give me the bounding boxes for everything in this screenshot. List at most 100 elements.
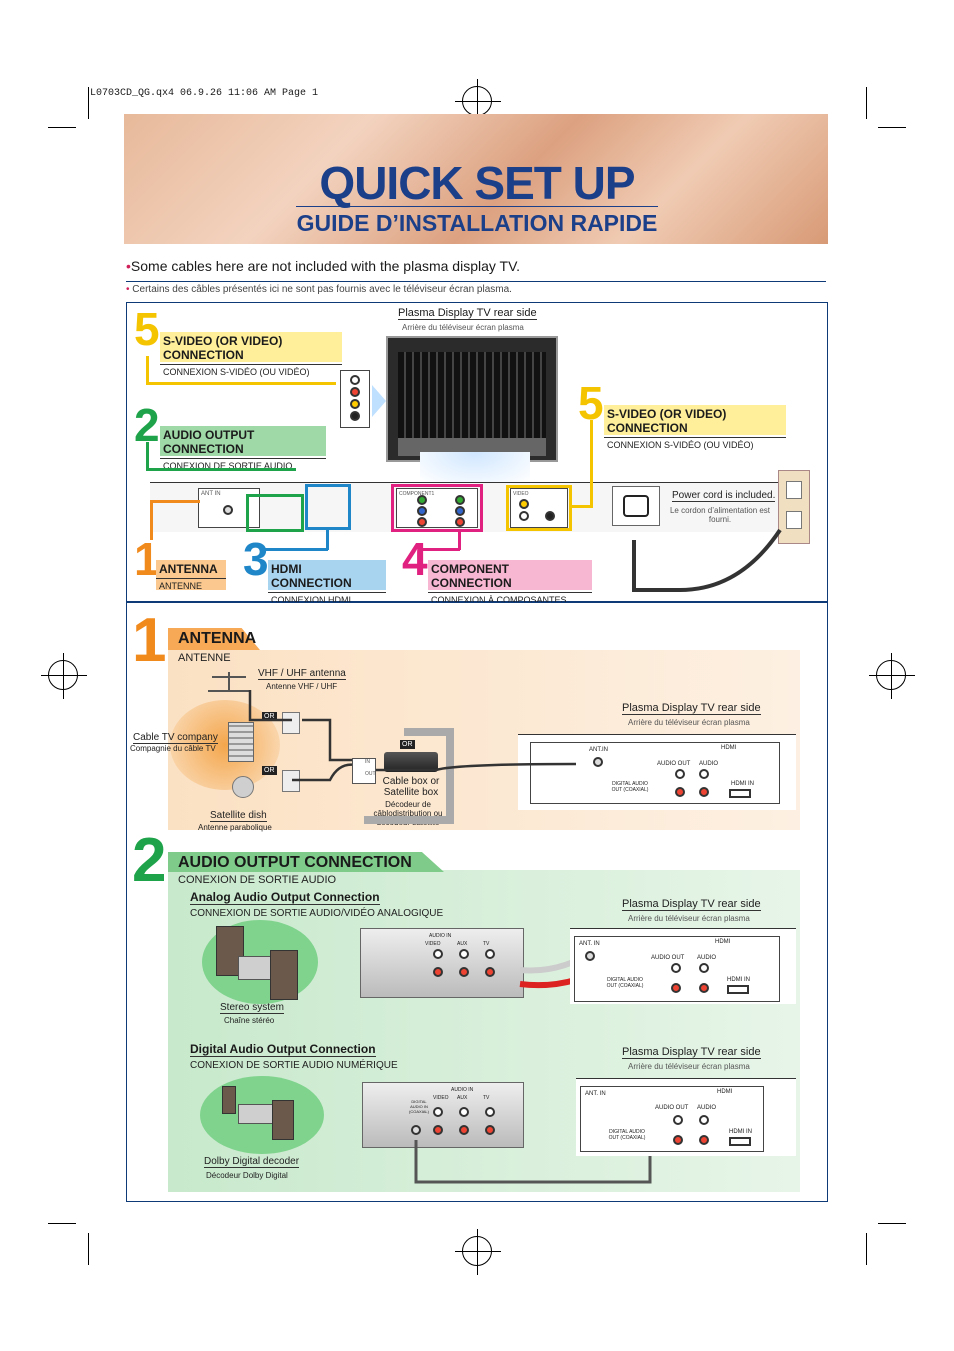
crop-mark [88,87,89,119]
digital-heading-fr: CONEXION DE SORTIE AUDIO NUMÉRIQUE [190,1060,398,1071]
step-2-number: 2 [134,399,160,451]
analog-receiver: AUDIO IN VIDEO AUX TV [360,928,524,998]
ant-in-panel: ANT IN [198,488,260,528]
decoder-label: Dolby Digital decoder [204,1156,300,1168]
step-5-right-number: 5 [578,377,604,429]
analog-rear-label-fr: Arrière du téléviseur écran plasma [628,914,750,923]
step-5-left-number: 5 [134,303,160,355]
step-5-left-label-fr: CONNEXION S-VIDÉO (OU VIDÉO) [163,367,310,377]
tv-rear-image [386,336,558,462]
section1-rear-label: Plasma Display TV rear side [622,702,761,715]
section2-number: 2 [132,826,167,895]
pink-box [391,484,483,532]
step-1-label-fr: ANTENNE [159,581,203,591]
section1-title: ANTENNA [178,630,257,647]
section2-title: AUDIO OUTPUT CONNECTION [178,854,412,871]
stereo-speaker-icon [270,950,298,1000]
building-icon [228,722,254,762]
crop-mark [878,1223,906,1224]
analog-jack-panel: ANT. IN AUDIO OUT AUDIO HDMI HDMI IN DIG… [574,936,780,1002]
yellow-box [506,485,572,531]
green-cable-line [146,442,149,470]
digital-receiver: AUDIO IN VIDEO AUX TV DIGITAL AUDIO IN (… [362,1082,524,1148]
analog-rear-label: Plasma Display TV rear side [622,898,761,911]
crop-mark [48,127,76,128]
section1-title-tab [168,628,260,650]
satellite-dish-icon [232,776,254,798]
decoder-speaker-icon [272,1100,294,1140]
analog-heading: Analog Audio Output Connection [190,890,380,905]
digital-coax-cable [414,1140,652,1184]
rear-label-fr: Arrière du téléviseur écran plasma [402,323,524,332]
step-3-label: HDMI CONNECTION [268,560,386,593]
power-cord-note: Power cord is included. [672,490,776,502]
section1-title-fr: ANTENNE [178,652,231,664]
step-5-right-label-fr: CONNEXION S-VIDÉO (OU VIDÉO) [607,440,754,450]
pink-cable-line [420,548,460,551]
note-divider [126,281,826,282]
pink-cable-line [458,532,461,550]
power-cord [632,528,782,592]
crop-mark [88,1233,89,1265]
antenna-icon [208,668,250,692]
page-subtitle: GUIDE D’INSTALLATION RAPIDE [296,210,658,236]
rear-label: Plasma Display TV rear side [398,307,537,320]
step-1-label: ANTENNA [156,560,226,579]
stereo-label-fr: Chaîne stéréo [224,1016,275,1025]
stereo-label: Stereo system [220,1002,284,1014]
crop-mark [48,1223,76,1224]
step-4-label-bg: COMPONENT CONNECTION CONNEXION À COMPOSA… [428,560,592,605]
file-slug: L0703CD_QG.qx4 06.9.26 11:06 AM Page 1 [90,88,319,99]
step-1-number: 1 [134,533,160,585]
decoder-speaker-icon [222,1086,236,1114]
step-5-right-label-bg: S-VIDEO (OR VIDEO) CONNECTION CONNEXION … [604,405,786,450]
decoder-label-fr: Décodeur Dolby Digital [206,1171,288,1180]
section1-jack-panel: ANT.IN AUDIO OUT AUDIO HDMI HDMI IN DIGI… [530,742,780,804]
orange-cable-line [150,500,153,540]
digital-heading: Digital Audio Output Connection [190,1042,376,1057]
green-box [246,494,304,532]
digital-rear-label: Plasma Display TV rear side [622,1046,761,1059]
yellow-cable-line [146,356,149,384]
title-divider [296,206,658,207]
tv-stand-glow [420,452,530,482]
note-en: •Some cables here are not included with … [126,258,521,274]
step-3-label-fr: CONNEXION HDMI [271,595,352,605]
step-5-right-label: S-VIDEO (OR VIDEO) CONNECTION [604,405,786,438]
cable-company-label: Cable TV company [133,732,218,744]
header-banner [124,114,828,244]
wall-outlet [778,470,810,544]
step-2-label: AUDIO OUTPUT CONNECTION [160,426,326,459]
yellow-cable-line [146,382,336,385]
vhf-label-fr: Antenne VHF / UHF [266,682,338,691]
component-panel: COMPONENT1 [396,488,478,528]
page-title: QUICK SET UP [319,157,635,209]
section1-rear-label-fr: Arrière du téléviseur écran plasma [628,718,750,727]
step-1-label-bg: ANTENNA ANTENNE [156,560,226,591]
crop-mark [866,1233,867,1265]
note-fr: • Certains des câbles présentés ici ne s… [126,284,512,295]
cable-company-label-fr: Compagnie du câble TV [130,744,216,753]
side-panel-arrow [372,385,386,417]
green-cable-line [146,468,296,471]
or-badge: OR [262,712,277,721]
yellow-cable-line [572,505,592,508]
crop-mark [878,127,906,128]
yellow-cable-line [590,420,593,508]
step-5-left-label: S-VIDEO (OR VIDEO) CONNECTION [160,332,342,365]
step-4-label: COMPONENT CONNECTION [428,560,592,593]
satellite-label: Satellite dish [210,810,267,822]
cable-company-glow [170,700,280,790]
step-4-label-fr: CONNEXION À COMPOSANTES [431,595,567,605]
registration-mark [869,653,915,699]
step-4-number: 4 [402,533,428,585]
step-5-left-label-bg: S-VIDEO (OR VIDEO) CONNECTION CONNEXION … [160,332,342,377]
wall-plate [282,712,300,734]
or-badge: OR [400,740,415,749]
registration-mark [41,653,87,699]
blue-cable-line [326,530,329,550]
gray-cable [446,730,454,816]
gray-cable [404,728,454,736]
crop-mark [866,87,867,119]
digital-rear-label-fr: Arrière du téléviseur écran plasma [628,1062,750,1071]
